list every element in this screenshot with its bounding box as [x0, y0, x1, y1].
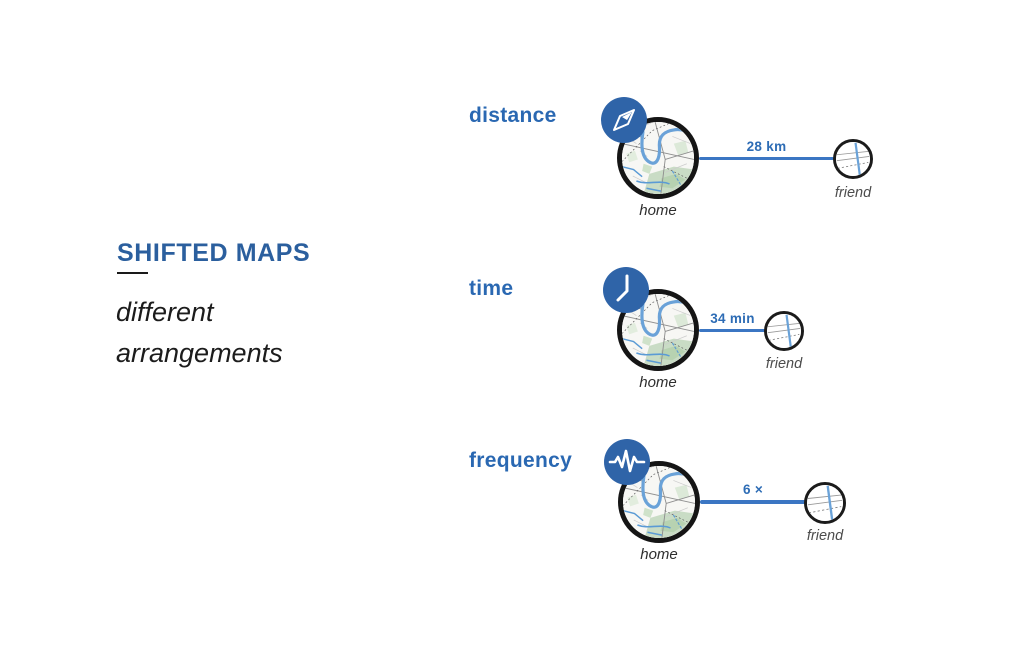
friend-label: friend: [806, 528, 844, 544]
distance-connection-line: [699, 156, 834, 160]
pulse-icon: [604, 439, 650, 485]
home-map-node: [617, 289, 699, 371]
frequency-connection-line: [700, 500, 806, 504]
home-label: home: [640, 546, 678, 563]
friend-label: friend: [765, 356, 803, 372]
compass-icon: [601, 97, 647, 143]
page-title: SHIFTED MAPS: [117, 239, 311, 267]
clock-icon: [603, 267, 649, 313]
frequency-edge-value: 6 ×: [742, 482, 764, 497]
home-label: home: [639, 374, 677, 391]
title-underline: [117, 272, 148, 274]
row-label-time: time: [469, 277, 514, 300]
friend-map-node: [833, 139, 873, 179]
friend-label: friend: [834, 185, 872, 201]
time-connection-line: [699, 328, 766, 332]
friend-map-node: [764, 311, 804, 351]
subtitle: different arrangements: [116, 292, 283, 374]
row-label-distance: distance: [469, 104, 557, 127]
subtitle-line-2: arrangements: [116, 338, 283, 368]
home-label: home: [639, 202, 677, 219]
friend-map-node: [804, 482, 846, 524]
time-edge-value: 34 min: [710, 311, 755, 326]
row-label-frequency: frequency: [469, 449, 573, 472]
distance-edge-value: 28 km: [746, 139, 787, 154]
subtitle-line-1: different: [116, 297, 214, 327]
